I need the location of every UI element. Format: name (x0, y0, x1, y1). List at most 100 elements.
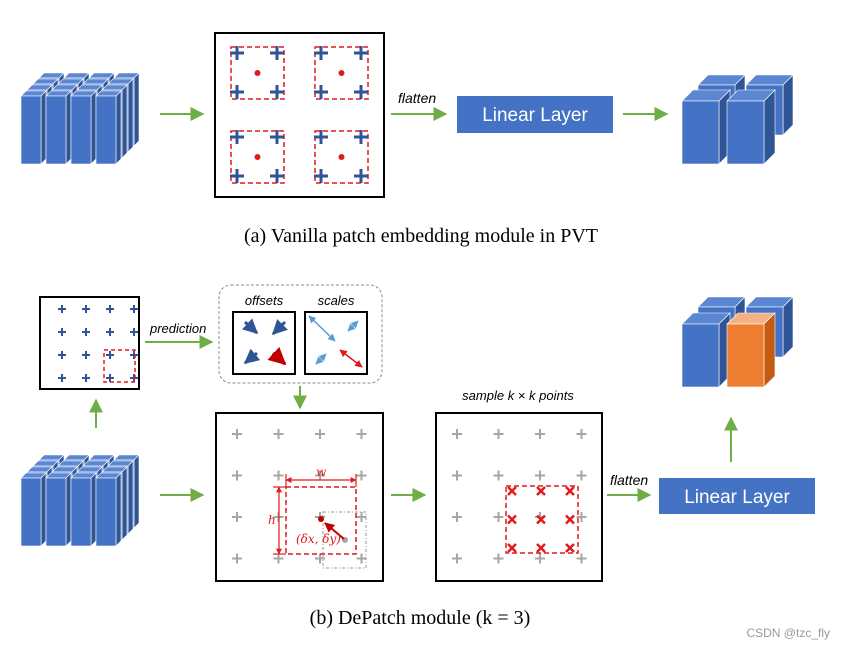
grid-plus (493, 429, 504, 439)
grid-plus (452, 470, 462, 481)
feature-cube (95, 90, 122, 165)
grid-plus (82, 374, 90, 382)
linear-layer-box-b: Linear Layer (659, 478, 815, 514)
sample-point-x (507, 543, 517, 553)
sample-point-x (536, 543, 546, 553)
grid-plus (356, 553, 367, 564)
grid-plus (354, 130, 368, 144)
sample-point-x (507, 514, 517, 525)
grid-plus (273, 553, 284, 564)
output-token-cubes-b (681, 296, 794, 388)
grid-plus (106, 374, 114, 382)
grid-plus (232, 470, 242, 481)
offsets-label: offsets (245, 293, 284, 308)
caption-b: (b) DePatch module (k = 3) (310, 607, 531, 629)
grid-plus (82, 328, 90, 336)
grid-plus (232, 553, 242, 564)
output-token-cubes-a (681, 74, 794, 165)
input-feature-cubes-b (20, 454, 140, 547)
grid-plus (535, 470, 545, 481)
grid-plus (314, 85, 328, 99)
grid-plus (452, 553, 462, 564)
patch-cell (314, 130, 369, 184)
input-feature-cubes-a (20, 72, 140, 165)
grid-plus (356, 512, 367, 522)
flatten-label-a: flatten (398, 90, 436, 106)
feature-cube (70, 472, 97, 547)
grid-plus (314, 46, 328, 60)
grid-plus (273, 429, 284, 439)
feature-cube (20, 90, 47, 165)
sample-label: sample k × k points (462, 388, 574, 403)
grid-plus (270, 46, 284, 60)
patch-grid-a (214, 32, 385, 198)
grid-plus (58, 374, 66, 382)
grid-plus (58, 351, 66, 359)
grid-plus (576, 429, 587, 439)
grid-plus (130, 351, 138, 359)
grid-plus (270, 85, 284, 99)
grid-plus (576, 553, 587, 564)
grid-plus (130, 305, 138, 313)
sample-point-x (565, 543, 575, 553)
patch-cell (230, 46, 285, 100)
grid-plus (230, 130, 244, 144)
caption-a: (a) Vanilla patch embedding module in PV… (244, 225, 598, 247)
watermark: CSDN @tzc_fly (746, 626, 830, 640)
grid-plus (314, 169, 328, 183)
grid-plus (82, 351, 90, 359)
feature-cube (45, 472, 72, 547)
grid-plus (106, 305, 114, 313)
offsets-box (232, 311, 296, 375)
offsets-scales-panel: offsets scales (218, 284, 383, 384)
sample-point-x (536, 514, 546, 525)
grid-plus (356, 470, 367, 481)
grid-plus (315, 429, 325, 439)
grid-plus (230, 85, 244, 99)
output-cube (681, 312, 731, 388)
grid-plus (576, 470, 587, 481)
prediction-label: prediction (149, 321, 206, 336)
grid-plus (493, 470, 504, 481)
grid-plus (130, 374, 138, 382)
feature-cube (95, 472, 122, 547)
delta-label: (δx, δy) (296, 532, 341, 546)
grid-plus (230, 46, 244, 60)
grid-plus (82, 305, 90, 313)
grid-plus (273, 470, 284, 481)
feature-cube (45, 90, 72, 165)
grid-plus (230, 169, 244, 183)
grid-plus (270, 169, 284, 183)
grid-plus (535, 429, 545, 439)
w-label: w (316, 465, 327, 479)
grid-plus (315, 553, 325, 564)
grid-plus (493, 512, 504, 522)
grid-plus (270, 130, 284, 144)
sample-point-x (565, 486, 575, 496)
svg-text:Linear Layer: Linear Layer (684, 487, 790, 508)
grid-plus (106, 351, 114, 359)
grid-plus (452, 512, 462, 522)
grid-plus (232, 429, 242, 439)
grid-plus (314, 130, 328, 144)
patch-cell (314, 46, 369, 100)
sample-point-x (536, 486, 546, 496)
feature-cube (20, 472, 47, 547)
grid-plus (452, 429, 462, 439)
deformable-patch-grid: w h (δx, δy) (215, 412, 384, 582)
output-cube (681, 89, 731, 165)
svg-text:Linear Layer: Linear Layer (482, 105, 588, 126)
grid-plus (232, 512, 242, 522)
small-grid-b (39, 296, 140, 390)
scales-label: scales (318, 293, 355, 308)
grid-plus (130, 328, 138, 336)
sample-point-x (565, 514, 575, 525)
grid-plus (356, 429, 367, 439)
sampled-points-grid (435, 412, 603, 582)
grid-plus (354, 169, 368, 183)
grid-plus (58, 305, 66, 313)
grid-plus (493, 553, 504, 564)
scales-box (304, 311, 368, 375)
feature-cube (70, 90, 97, 165)
